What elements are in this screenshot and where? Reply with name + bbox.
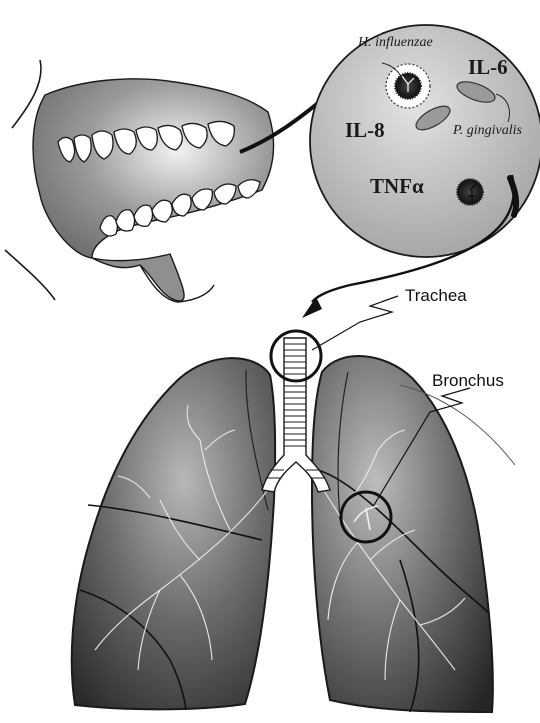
left-lung bbox=[72, 358, 275, 709]
inset-circle: H. influenzae IL-6 IL-8 P. gingivalis TN… bbox=[302, 25, 540, 318]
oral-tissue bbox=[33, 79, 274, 258]
chin-line bbox=[5, 250, 55, 300]
label-tnfa: TNFα bbox=[370, 174, 424, 198]
arrow-head-lungs bbox=[302, 297, 322, 318]
label-il6: IL-6 bbox=[468, 55, 508, 79]
label-bronchus: Bronchus bbox=[432, 371, 504, 390]
trachea-pointer bbox=[312, 296, 398, 350]
label-il8: IL-8 bbox=[345, 118, 385, 142]
mouth-drawing bbox=[5, 60, 357, 302]
label-p-gingivalis: P. gingivalis bbox=[452, 123, 523, 138]
lower-jaw bbox=[92, 254, 184, 301]
tnf-cell bbox=[457, 179, 483, 205]
lungs-drawing: Trachea Bronchus bbox=[72, 286, 515, 712]
label-trachea: Trachea bbox=[405, 286, 467, 305]
label-h-influenzae: H. influenzae bbox=[357, 35, 433, 50]
right-lung bbox=[312, 356, 493, 712]
